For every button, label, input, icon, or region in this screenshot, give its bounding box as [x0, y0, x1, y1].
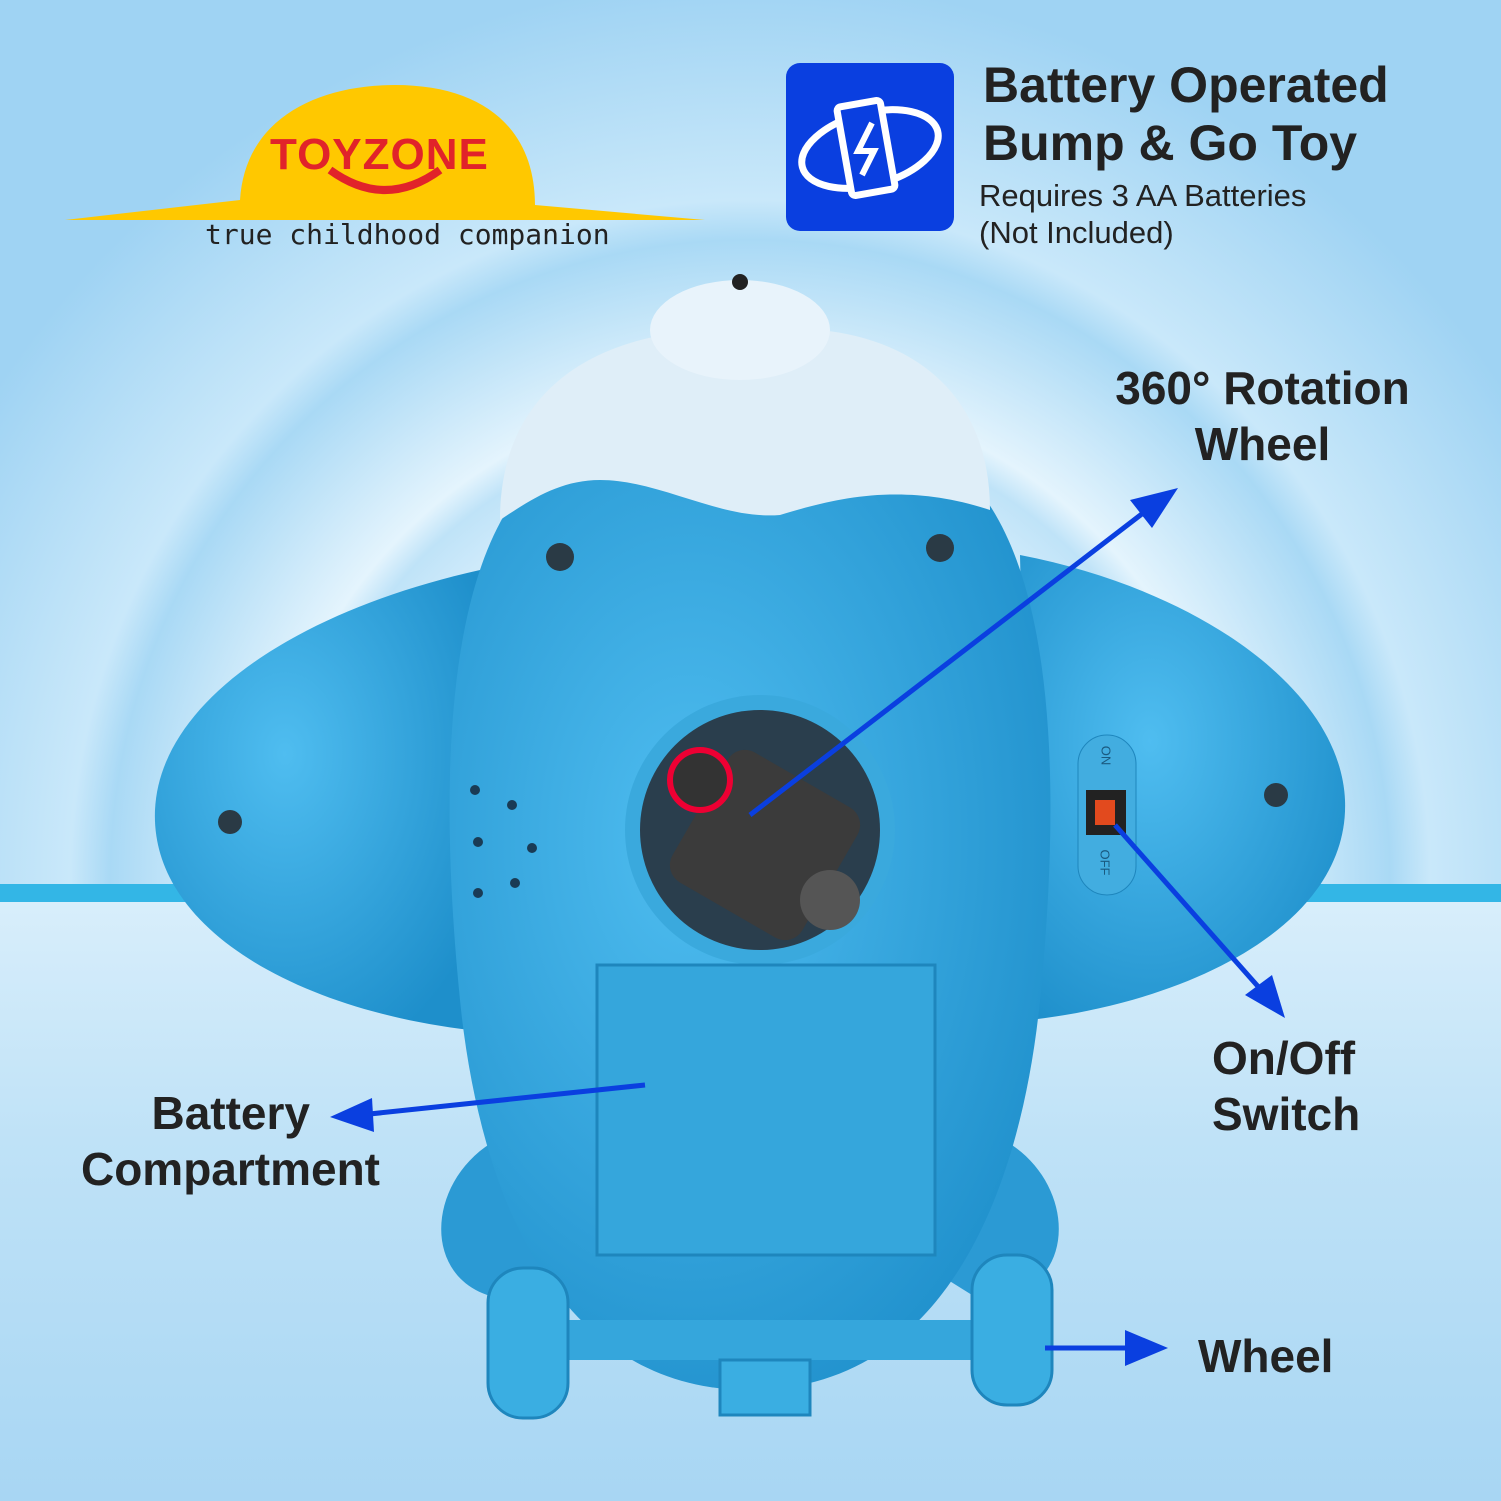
switch-on-text: ON [1098, 745, 1114, 766]
left-wing [154, 570, 480, 1030]
logo-tagline: true childhood companion [205, 218, 610, 251]
rotation-arrow [748, 498, 1162, 817]
header-title: Battery Operated Bump & Go Toy [983, 56, 1389, 172]
wheel-label: Wheel [1198, 1330, 1334, 1382]
toyzone-logo: TOYZONE true childhood companion [65, 80, 715, 260]
switch-arrow [1113, 823, 1272, 1002]
battery-compartment-cover [595, 963, 937, 1257]
logo-brand: TOYZONE [270, 130, 489, 179]
switch-off-text: OFF [1097, 849, 1113, 876]
battery-compartment-label: Battery Compartment [55, 1085, 380, 1197]
on-off-switch [1095, 800, 1115, 825]
logo-sun-shape [65, 85, 705, 220]
callout-arrows [330, 488, 1285, 1366]
header-subtitle: Requires 3 AA Batteries (Not Included) [979, 177, 1306, 251]
battery-label-line1: Battery [151, 1087, 310, 1139]
rotation-label-line2: Wheel [1194, 418, 1331, 470]
rear-wheels [486, 1253, 1054, 1420]
battery-requirement: Requires 3 AA Batteries [979, 178, 1307, 213]
battery-arrow [359, 1082, 646, 1118]
right-wing [1020, 555, 1346, 1020]
speaker-holes [470, 785, 537, 898]
switch-panel [1077, 734, 1137, 896]
screws [218, 534, 1288, 834]
battery-label-line2: Compartment [80, 1143, 380, 1195]
battery-rotation-icon [786, 63, 954, 231]
switch-label: On/Off Switch [1212, 1030, 1360, 1142]
header-title-line1: Battery Operated [983, 57, 1389, 113]
rotation-label-line1: 360° Rotation [1115, 362, 1410, 414]
switch-label-line2: Switch [1212, 1088, 1361, 1140]
battery-note: (Not Included) [979, 215, 1174, 250]
header-title-line2: Bump & Go Toy [983, 115, 1358, 171]
switch-label-line1: On/Off [1212, 1032, 1356, 1084]
rotation-wheel-label: 360° Rotation Wheel [1100, 360, 1425, 472]
wheel-hatch [625, 695, 895, 965]
cockpit-top [500, 274, 990, 520]
